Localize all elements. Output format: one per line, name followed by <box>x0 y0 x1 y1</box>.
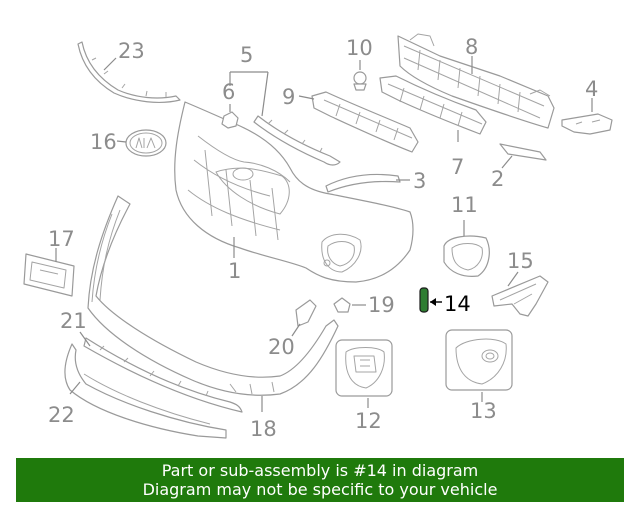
part-18-lower-lip <box>87 195 339 412</box>
callout-7[interactable]: 7 <box>451 155 464 179</box>
part-4-bracket <box>561 98 613 135</box>
callout-2[interactable]: 2 <box>491 167 504 191</box>
part-9-absorber <box>298 91 419 153</box>
part-19-clip <box>333 297 366 313</box>
banner-line-2: Diagram may not be specific to your vehi… <box>142 480 498 499</box>
callout-20[interactable]: 20 <box>268 335 295 359</box>
part-10-clip <box>353 60 367 91</box>
banner-line-1: Part or sub-assembly is #14 in diagram <box>161 461 479 480</box>
part-13-fog-housing <box>445 329 513 402</box>
callout-14[interactable]: 14 <box>444 292 471 316</box>
part-2-bracket <box>499 143 547 169</box>
part-16-emblem <box>116 129 167 157</box>
callout-21[interactable]: 21 <box>60 309 87 333</box>
callout-3[interactable]: 3 <box>413 169 426 193</box>
part-22-skid <box>64 343 227 439</box>
callout-23[interactable]: 23 <box>118 39 145 63</box>
callout-11[interactable]: 11 <box>451 193 478 217</box>
info-banner: Part or sub-assembly is #14 in diagram D… <box>16 458 624 502</box>
part-12-fog-cover <box>335 339 393 408</box>
callout-6[interactable]: 6 <box>222 80 235 104</box>
callout-5[interactable]: 5 <box>240 43 253 67</box>
part-8-impact-bar <box>397 33 555 129</box>
part-20-bracket <box>291 299 317 337</box>
callout-15[interactable]: 15 <box>507 249 534 273</box>
part-21-molding <box>79 331 243 413</box>
part-14-highlighted[interactable] <box>419 287 442 313</box>
part-1-bumper-cover <box>174 101 414 283</box>
part-6-clip <box>221 104 239 129</box>
callout-13[interactable]: 13 <box>470 399 497 423</box>
part-5-grille-molding <box>229 71 341 166</box>
callout-16[interactable]: 16 <box>90 130 117 154</box>
parts-diagram: 23 16 1 5 6 10 <box>23 33 613 441</box>
callout-17[interactable]: 17 <box>48 227 75 251</box>
part-23-molding <box>77 41 181 104</box>
callout-10[interactable]: 10 <box>346 36 373 60</box>
part-15-bracket <box>491 271 549 317</box>
callout-9[interactable]: 9 <box>282 85 295 109</box>
callout-8[interactable]: 8 <box>465 35 478 59</box>
callout-1[interactable]: 1 <box>228 259 241 283</box>
callout-12[interactable]: 12 <box>355 409 382 433</box>
part-7-absorber <box>379 75 487 142</box>
callout-18[interactable]: 18 <box>250 417 277 441</box>
part-3-strip <box>325 173 410 193</box>
callout-22[interactable]: 22 <box>48 403 75 427</box>
callout-4[interactable]: 4 <box>585 77 598 101</box>
part-11-bezel <box>443 220 490 277</box>
part-17-plate-bracket <box>23 248 75 297</box>
callout-19[interactable]: 19 <box>368 293 395 317</box>
